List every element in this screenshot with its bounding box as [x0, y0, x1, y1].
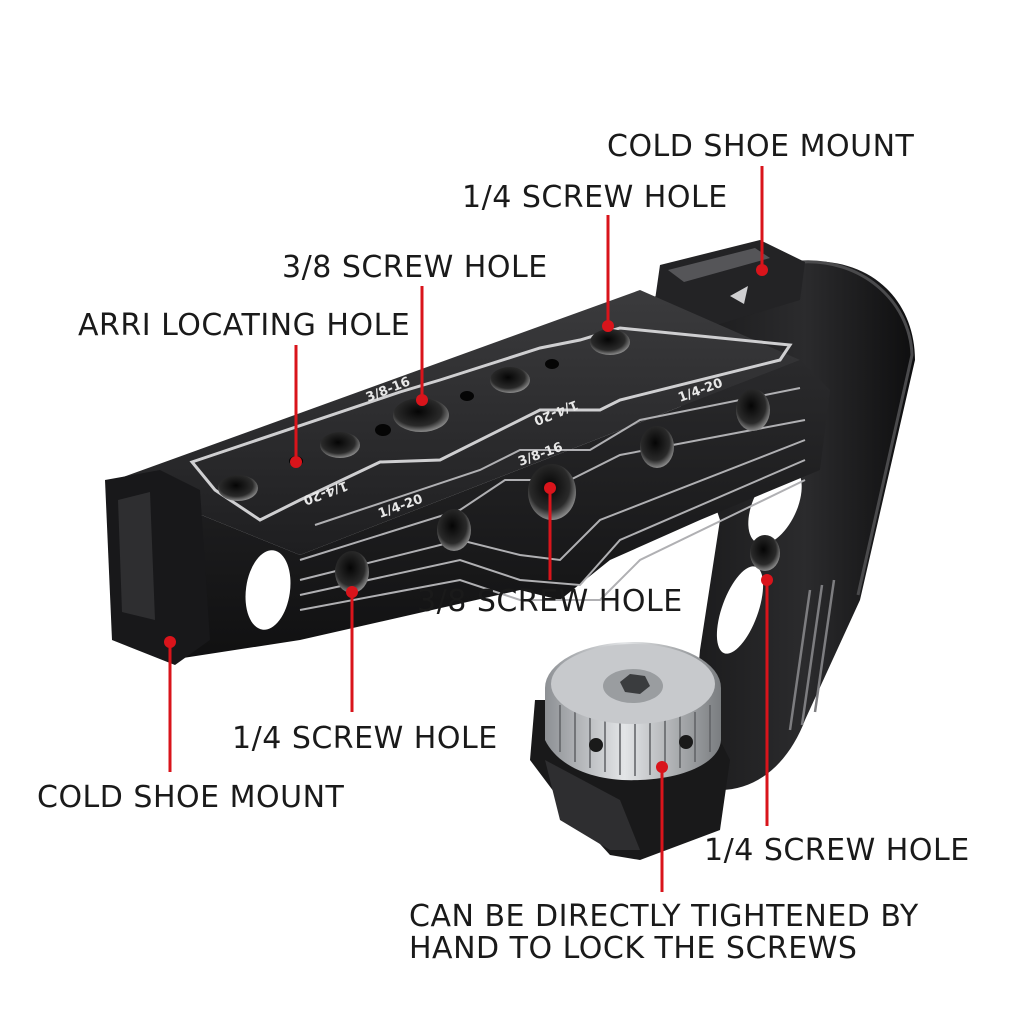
- side-holes: [335, 389, 780, 593]
- bottom-cold-shoe-knob: [530, 642, 730, 860]
- label-screw-38-top: 3/8 SCREW HOLE: [282, 250, 548, 285]
- label-screw-38-mid: 3/8 SCREW HOLE: [417, 584, 683, 619]
- label-cold-shoe-top: COLD SHOE MOUNT: [607, 129, 915, 164]
- label-cold-shoe-bottom: COLD SHOE MOUNT: [37, 780, 345, 815]
- top-cold-shoe: [655, 240, 805, 330]
- leader-lines: [168, 166, 769, 892]
- label-screw-14-right: 1/4 SCREW HOLE: [704, 833, 970, 868]
- top-holes: [218, 329, 630, 501]
- label-screw-14-top: 1/4 SCREW HOLE: [462, 180, 728, 215]
- label-tighten: CAN BE DIRECTLY TIGHTENED BY HAND TO LOC…: [409, 899, 919, 967]
- label-screw-14-bottom: 1/4 SCREW HOLE: [232, 721, 498, 756]
- arm-grip-lines: [788, 579, 836, 731]
- leader-dots: [164, 264, 773, 773]
- label-arri: ARRI LOCATING HOLE: [78, 308, 411, 343]
